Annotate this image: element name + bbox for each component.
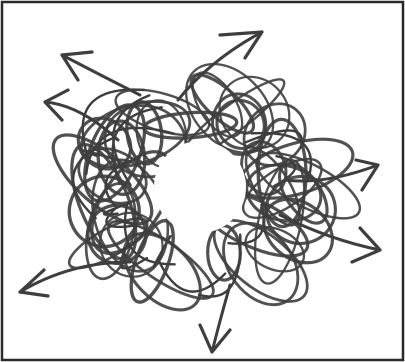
empty-center-circle [154, 141, 246, 233]
